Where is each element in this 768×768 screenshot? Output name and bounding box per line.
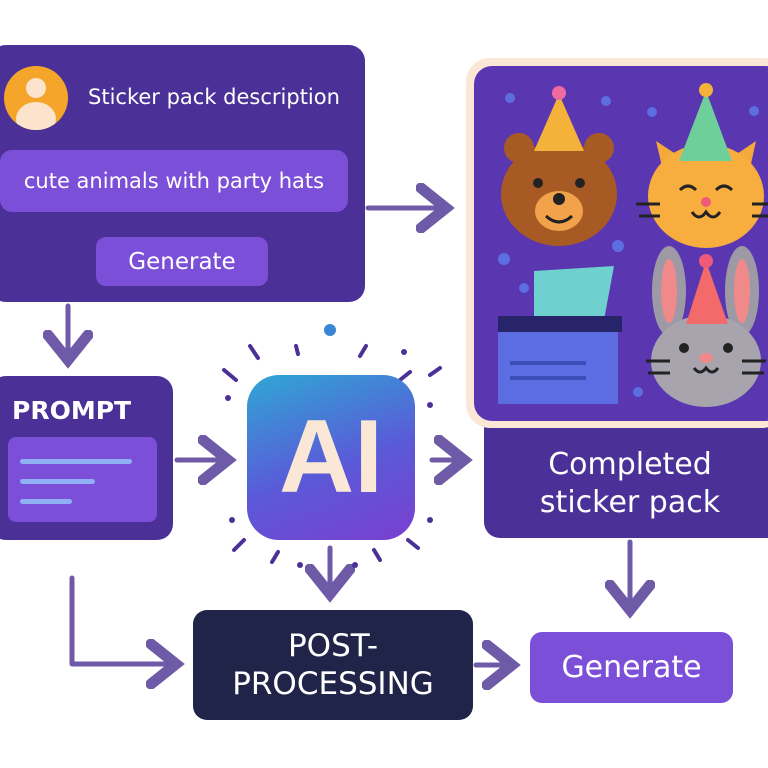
description-input[interactable]: cute animals with party hats — [0, 150, 348, 212]
user-avatar-icon — [4, 66, 68, 130]
completed-caption: Completed sticker pack — [539, 447, 721, 520]
post-processing-box: POST- PROCESSING — [193, 610, 473, 720]
cat-sticker — [636, 83, 768, 248]
ai-box: AI — [247, 375, 415, 540]
ai-label: AI — [279, 399, 383, 515]
post-processing-line2: PROCESSING — [232, 666, 434, 702]
ai-sparkle-rays — [222, 344, 442, 564]
sticker-pack-panel — [466, 58, 768, 428]
generate-button-top[interactable]: Generate — [96, 237, 268, 286]
generate-button-final[interactable]: Generate — [530, 632, 733, 703]
arrow-prompt-to-post — [69, 575, 176, 664]
description-label: Sticker pack description — [88, 85, 340, 109]
bunny-sticker — [646, 246, 766, 407]
prompt-card: PROMPT — [0, 376, 173, 540]
bear-sticker — [501, 86, 617, 246]
prompt-text-box — [8, 437, 157, 522]
prompt-title: PROMPT — [12, 396, 132, 425]
post-processing-line1: POST- — [287, 628, 379, 664]
description-card: Sticker pack description cute animals wi… — [0, 45, 365, 302]
tissue-box-sticker — [498, 266, 622, 404]
